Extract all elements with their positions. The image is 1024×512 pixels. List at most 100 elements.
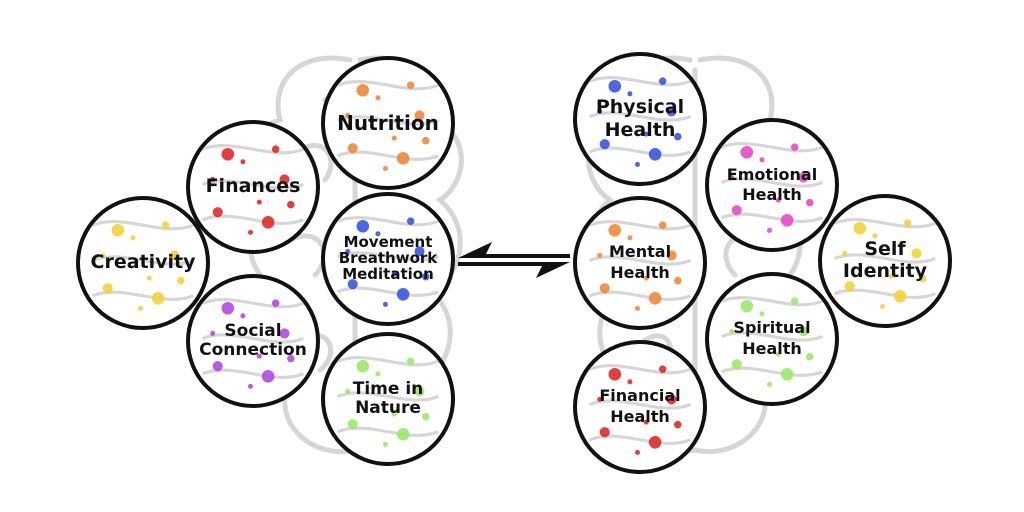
decor-dot (919, 274, 927, 283)
decor-dot (658, 221, 667, 229)
decor-dot (356, 83, 370, 97)
decor-dot (382, 301, 388, 307)
decor-dot (853, 221, 867, 235)
decor-dot (634, 449, 640, 455)
decor-dot (271, 299, 280, 307)
decor-line (337, 426, 439, 437)
node-label: Movement Breathwork Meditation (339, 235, 438, 282)
label-line: Self (864, 238, 906, 261)
decor-dot (391, 271, 397, 277)
decor-line (337, 80, 439, 91)
decor-line (589, 220, 691, 231)
decor-dot (597, 396, 603, 402)
decor-dot (597, 252, 603, 258)
decor-line (202, 214, 304, 225)
decor-line (721, 366, 823, 377)
decor-dot (279, 174, 290, 185)
decor-dot (888, 273, 894, 279)
label-line: Nutrition (337, 110, 439, 135)
node-mental-health: Mental Health (573, 196, 707, 330)
node-physical-health: Physical Health (573, 52, 707, 186)
node-self-identity: Self Identity (818, 194, 952, 328)
dots-decoration (589, 364, 691, 455)
decor-dot (422, 412, 430, 421)
dots-decoration (337, 356, 439, 447)
decor-dot (414, 246, 425, 257)
decor-dot (391, 411, 397, 417)
decor-dot (790, 297, 799, 305)
decor-dot (422, 272, 430, 281)
node-label: Financial Health (599, 386, 680, 428)
decor-dot (599, 427, 610, 438)
decor-line (92, 290, 194, 301)
decor-dot (347, 419, 358, 430)
label-line: Social (224, 321, 282, 342)
label-line: Time in (352, 379, 424, 400)
dots-decoration (834, 218, 936, 309)
decor-dot (256, 199, 262, 205)
decor-dot (221, 301, 235, 315)
decor-dot (406, 217, 415, 225)
bidirectional-arrows-icon (458, 242, 570, 278)
label-line: Creativity (90, 251, 196, 274)
decor-dot (396, 151, 410, 165)
decor-line (337, 286, 439, 297)
decor-line (337, 216, 439, 227)
decor-dot (766, 381, 772, 387)
decor-dot (240, 313, 246, 319)
decor-dot (345, 388, 351, 394)
label-line: Physical (595, 96, 685, 119)
decor-dot (658, 77, 667, 85)
label-line: Health (604, 119, 676, 141)
decor-dot (356, 219, 370, 233)
decor-dot (666, 394, 677, 405)
decor-dot (903, 219, 912, 227)
decor-dot (842, 250, 848, 256)
decor-line (721, 296, 823, 307)
decor-dot (729, 328, 735, 334)
decor-dot (627, 379, 633, 385)
decor-dot (790, 143, 799, 151)
label-line: Spiritual (733, 318, 811, 338)
decor-dot (759, 311, 765, 317)
node-label: Time in Nature (353, 380, 424, 417)
decor-dot (648, 147, 662, 161)
node-label: Nutrition (337, 110, 439, 135)
dots-decoration (589, 76, 691, 167)
decor-dot (210, 176, 216, 182)
decor-line (589, 290, 691, 301)
decor-dot (382, 165, 388, 171)
decor-dot (169, 250, 180, 261)
node-movement-breathwork-meditation: Movement Breathwork Meditation (321, 192, 455, 326)
decor-dot (391, 135, 397, 141)
decor-dot (345, 112, 351, 118)
decor-dot (375, 371, 381, 377)
decor-dot (608, 223, 622, 237)
decor-dot (345, 248, 351, 254)
decor-dot (375, 231, 381, 237)
decor-dot (666, 250, 677, 261)
decor-dot (643, 131, 649, 137)
decor-dot (247, 229, 253, 235)
decor-dot (406, 357, 415, 365)
decor-line (589, 146, 691, 157)
decor-dot (279, 328, 290, 339)
decor-dot (414, 110, 425, 121)
node-time-in-nature: Time in Nature (321, 332, 455, 466)
decor-dot (643, 275, 649, 281)
decor-line (721, 212, 823, 223)
decor-dot (627, 235, 633, 241)
decor-dot (634, 305, 640, 311)
label-line: Mental (608, 242, 672, 262)
decor-dot (261, 215, 275, 229)
decor-line (337, 356, 439, 367)
decor-dot (347, 279, 358, 290)
decor-dot (806, 352, 814, 361)
node-label: Spiritual Health (733, 318, 810, 360)
decor-dot (382, 441, 388, 447)
label-line: Breathwork (338, 249, 438, 268)
decor-dot (893, 289, 907, 303)
decor-dot (212, 207, 223, 218)
decor-dot (674, 132, 682, 141)
